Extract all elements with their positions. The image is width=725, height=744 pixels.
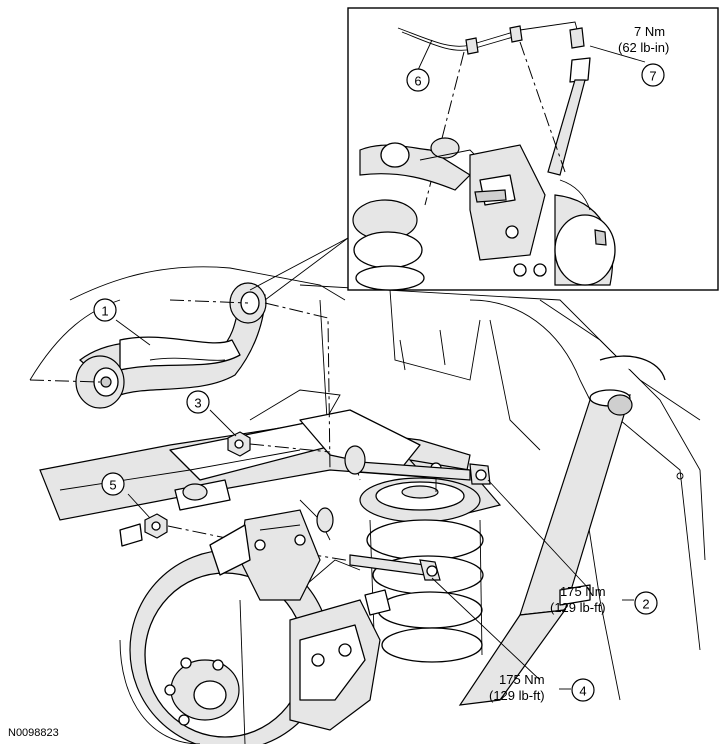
main-illustration <box>29 266 706 744</box>
detail-inset <box>249 7 719 301</box>
callout-5-number: 5 <box>109 478 116 493</box>
stabilizer-link <box>174 445 366 541</box>
callout-2-torque-imperial: (129 lb-ft) <box>550 600 606 615</box>
callout-1: 1 <box>93 298 117 322</box>
upper-control-arm <box>75 282 267 409</box>
brake-caliper <box>289 559 391 731</box>
shock-absorber <box>458 355 666 706</box>
nut-5 <box>119 513 168 547</box>
callout-3-number: 3 <box>194 396 201 411</box>
callout-6: 6 <box>406 68 430 92</box>
callout-6-number: 6 <box>414 74 421 89</box>
brake-rotor <box>119 549 331 744</box>
callout-3: 3 <box>186 390 210 414</box>
figure-id: N0098823 <box>8 727 59 739</box>
callout-1-number: 1 <box>101 304 108 319</box>
callout-5: 5 <box>101 472 125 496</box>
callout-4: 175 Nm (129 lb-ft) 4 <box>489 672 595 703</box>
callout-7: 7 Nm (62 lb-in) 7 <box>618 24 669 87</box>
nut-3 <box>227 431 251 457</box>
callout-7-torque-nm: 7 Nm <box>634 24 665 39</box>
callout-2: 175 Nm (129 lb-ft) 2 <box>550 584 658 615</box>
callout-7-number: 7 <box>649 69 656 84</box>
callout-4-torque-imperial: (129 lb-ft) <box>489 688 545 703</box>
callout-2-number: 2 <box>642 597 649 612</box>
callout-4-number: 4 <box>579 684 586 699</box>
bolt-4 <box>349 554 441 581</box>
inset-illustration <box>352 21 646 291</box>
callout-7-torque-imperial: (62 lb-in) <box>618 40 669 55</box>
knuckle <box>209 509 321 601</box>
callout-2-torque-nm: 175 Nm <box>560 584 606 599</box>
leader-lines <box>115 319 591 681</box>
callout-4-torque-nm: 175 Nm <box>499 672 545 687</box>
